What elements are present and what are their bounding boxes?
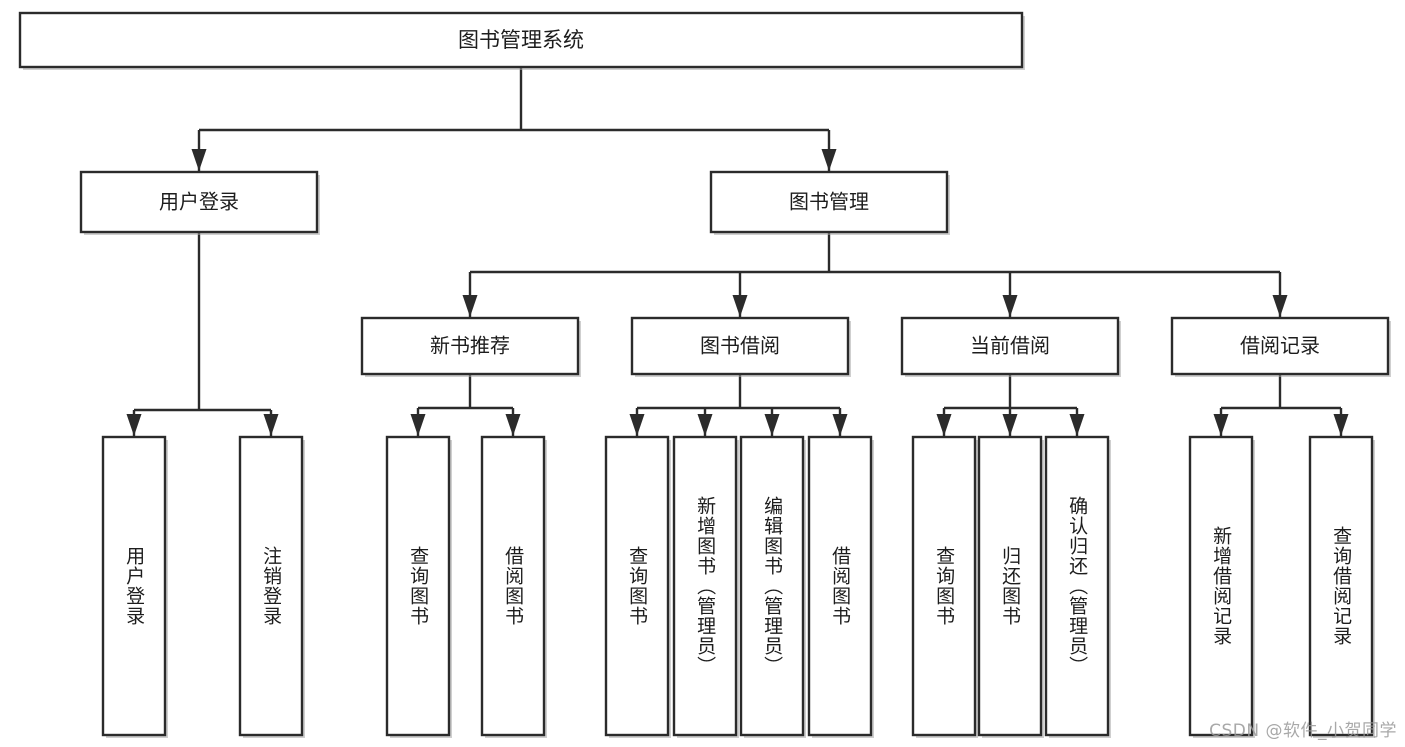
node-borrow-record-box[interactable] <box>1170 316 1391 377</box>
node-leaf-query-book-3-box[interactable] <box>911 435 978 738</box>
node-book-borrow-label: 图书借阅 <box>700 334 780 358</box>
node-leaf-borrow-book-1-box[interactable] <box>480 435 547 738</box>
node-user-login-label: 用户登录 <box>159 190 239 214</box>
node-leaf-query-book-2-box[interactable] <box>604 435 671 738</box>
node-book-manage-box[interactable] <box>709 170 950 235</box>
node-leaf-edit-book-box[interactable] <box>739 435 806 738</box>
arrow-head-icon <box>191 149 207 171</box>
arrow-head-icon <box>505 414 521 436</box>
arrow-head-icon <box>821 149 837 171</box>
node-borrow-record-label: 借阅记录 <box>1240 334 1320 358</box>
arrow-head-icon <box>936 414 952 436</box>
node-current-borrow-label: 当前借阅 <box>970 334 1050 358</box>
arrow-head-icon <box>832 414 848 436</box>
arrow-head-icon <box>629 414 645 436</box>
edges-layer <box>126 67 1349 436</box>
arrow-head-icon <box>1333 414 1349 436</box>
arrow-head-icon <box>1002 414 1018 436</box>
node-leaf-add-book-box[interactable] <box>672 435 739 738</box>
node-leaf-borrow-book-2-box[interactable] <box>807 435 874 738</box>
node-leaf-logout-box[interactable] <box>238 435 305 738</box>
node-leaf-confirm-return-box[interactable] <box>1044 435 1111 738</box>
node-book-borrow-box[interactable] <box>630 316 851 377</box>
arrow-head-icon <box>1272 295 1288 317</box>
watermark-text: CSDN @软件_小贺同学 <box>1209 721 1397 741</box>
node-new-book-recommend-box[interactable] <box>360 316 581 377</box>
node-new-book-recommend-label: 新书推荐 <box>430 334 510 358</box>
arrow-head-icon <box>126 414 142 436</box>
arrow-head-icon <box>263 414 279 436</box>
arrow-head-icon <box>732 295 748 317</box>
node-current-borrow-box[interactable] <box>900 316 1121 377</box>
node-leaf-query-book-1-box[interactable] <box>385 435 452 738</box>
node-leaf-add-record-box[interactable] <box>1188 435 1255 738</box>
node-leaf-return-book-box[interactable] <box>977 435 1044 738</box>
arrow-head-icon <box>764 414 780 436</box>
node-root-box[interactable] <box>18 11 1025 70</box>
arrow-head-icon <box>1002 295 1018 317</box>
node-root-label: 图书管理系统 <box>458 28 584 52</box>
arrow-head-icon <box>1069 414 1085 436</box>
node-book-manage-label: 图书管理 <box>789 190 869 214</box>
arrow-head-icon <box>462 295 478 317</box>
arrow-head-icon <box>1213 414 1229 436</box>
node-leaf-user-login-box[interactable] <box>101 435 168 738</box>
nodes-layer <box>18 11 1391 738</box>
node-leaf-query-record-box[interactable] <box>1308 435 1375 738</box>
node-user-login-box[interactable] <box>79 170 320 235</box>
arrow-head-icon <box>410 414 426 436</box>
arrow-head-icon <box>697 414 713 436</box>
